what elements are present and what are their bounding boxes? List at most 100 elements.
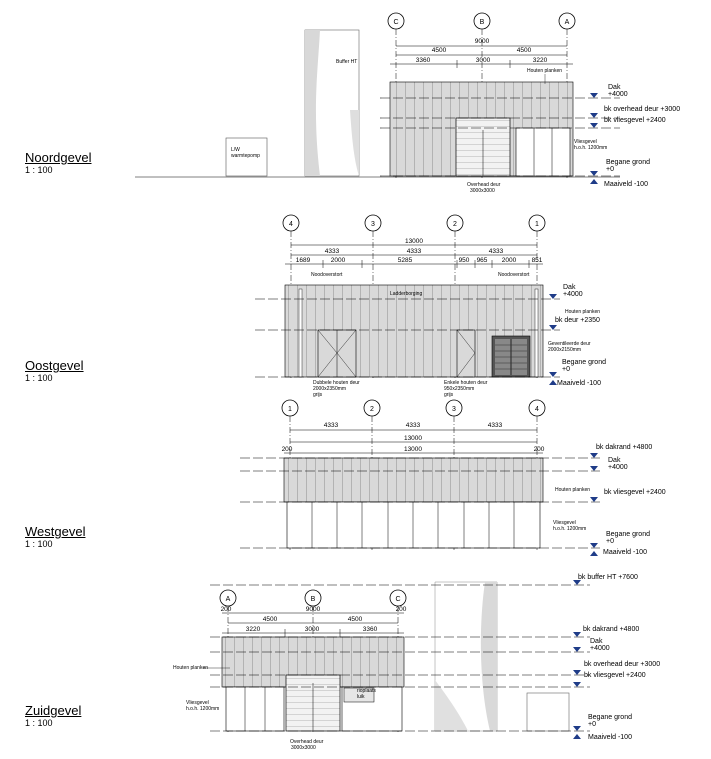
dimension-lines [284, 429, 543, 454]
svg-text:Maaiveld -100: Maaiveld -100 [588, 734, 632, 741]
svg-text:bk vliesgevel +2400: bk vliesgevel +2400 [604, 489, 666, 496]
svg-text:Dak: Dak [563, 284, 576, 291]
svg-text:+4000: +4000 [563, 291, 583, 298]
dim: 4500 [517, 47, 532, 54]
svg-text:Dak: Dak [608, 457, 621, 464]
svg-text:Maaiveld -100: Maaiveld -100 [557, 380, 601, 387]
grid-bubble-2: 2 [446, 214, 464, 232]
svg-text:Vliesgevel: Vliesgevel [553, 520, 576, 526]
svg-text:3000: 3000 [305, 626, 320, 633]
grid-label: B [480, 19, 485, 26]
svg-text:2: 2 [453, 221, 457, 228]
svg-text:B: B [311, 596, 316, 603]
svg-text:5285: 5285 [398, 257, 413, 264]
svg-text:4333: 4333 [407, 248, 422, 255]
oostgevel-elevation: 4 3 2 1 13000 4333 4333 4333 1689 2000 5… [255, 214, 606, 398]
svg-text:Geventileerde deur: Geventileerde deur [548, 341, 591, 347]
svg-text:4333: 4333 [325, 248, 340, 255]
svg-text:bk dakrand +4800: bk dakrand +4800 [596, 444, 652, 451]
ventilated-door [491, 335, 531, 378]
grid-bubble-A: A [219, 589, 237, 607]
view-scale: 1 : 100 [25, 539, 53, 549]
heat-pump-unit: L/W warmtepomp [225, 137, 268, 177]
svg-text:A: A [226, 596, 231, 603]
svg-text:Houten planken: Houten planken [565, 309, 600, 315]
view-title-zuidgevel: Zuidgevel 1 : 100 [25, 703, 81, 729]
view-title-westgevel: Westgevel 1 : 100 [25, 524, 85, 550]
svg-text:Dak: Dak [590, 638, 603, 645]
downpipe [298, 288, 303, 378]
svg-text:Overhead deur: Overhead deur [290, 739, 324, 745]
level-label: Dak [608, 84, 621, 91]
svg-text:C: C [395, 596, 400, 603]
svg-text:4500: 4500 [348, 616, 363, 623]
level-markers [573, 580, 581, 739]
svg-text:luik: luik [357, 694, 365, 700]
svg-text:bk overhead deur +3000: bk overhead deur +3000 [584, 661, 660, 668]
view-name: Noordgevel [25, 150, 92, 165]
level-markers [549, 294, 557, 385]
svg-text:4: 4 [535, 406, 539, 413]
svg-text:+4000: +4000 [608, 464, 628, 471]
level-lines [210, 584, 590, 732]
svg-text:grijs: grijs [444, 392, 454, 398]
svg-text:Noodoverstort: Noodoverstort [311, 272, 343, 278]
svg-text:4333: 4333 [406, 422, 421, 429]
svg-text:3360: 3360 [363, 626, 378, 633]
grid-bubble-C: C [387, 12, 405, 30]
note: 3000x3000 [470, 188, 495, 194]
note: Vliesgevel [574, 139, 597, 145]
dim-total: 9000 [475, 38, 490, 45]
noordgevel-elevation: C B A 9000 4500 4500 3360 3000 3220 L/W [135, 12, 680, 194]
svg-text:200: 200 [534, 446, 545, 453]
grid-bubble-2: 2 [363, 399, 381, 417]
svg-text:+0: +0 [562, 366, 570, 373]
level-markers [590, 453, 598, 556]
note: h.o.h. 1200mm [574, 145, 607, 151]
level-label: +0 [606, 166, 614, 173]
level-label: bk vliesgevel +2400 [604, 117, 666, 124]
svg-text:bk deur +2350: bk deur +2350 [555, 317, 600, 324]
dim: 3220 [533, 57, 548, 64]
level-label: +4000 [608, 91, 628, 98]
dimension-lines [222, 612, 404, 637]
svg-text:3000x3000: 3000x3000 [291, 745, 316, 751]
svg-text:Begane grond: Begane grond [562, 359, 606, 366]
grid-bubble-3: 3 [445, 399, 463, 417]
svg-text:4333: 4333 [489, 248, 504, 255]
grid-bubble-B: B [473, 12, 491, 30]
svg-text:950x2350mm: 950x2350mm [444, 386, 474, 392]
level-lines [380, 97, 620, 177]
overhead-door [455, 117, 511, 177]
view-scale: 1 : 100 [25, 373, 53, 383]
grid-bubble-4: 4 [282, 214, 300, 232]
dim: 3000 [476, 57, 491, 64]
svg-text:bk vliesgevel +2400: bk vliesgevel +2400 [584, 672, 646, 679]
svg-text:4333: 4333 [324, 422, 339, 429]
dimension-lines [285, 244, 543, 268]
svg-text:200: 200 [396, 606, 407, 613]
curtain-wall-west [286, 501, 541, 549]
svg-text:4: 4 [289, 221, 293, 228]
facade-planks [283, 457, 544, 503]
svg-text:Ladderborging: Ladderborging [390, 291, 422, 297]
downpipe [534, 288, 539, 378]
grid-bubble-C: C [389, 589, 407, 607]
view-name: Oostgevel [25, 358, 84, 373]
svg-text:4333: 4333 [488, 422, 503, 429]
svg-text:3: 3 [371, 221, 375, 228]
grid-bubble-1: 1 [528, 214, 546, 232]
svg-text:2: 2 [370, 406, 374, 413]
dim: 4500 [432, 47, 447, 54]
level-lines [240, 457, 600, 549]
grid-bubble-B: B [304, 589, 322, 607]
grid-bubble-3: 3 [364, 214, 382, 232]
hatch: rioplaats luik [343, 687, 376, 703]
svg-text:+4000: +4000 [590, 645, 610, 652]
svg-text:Houten planken: Houten planken [555, 487, 590, 493]
svg-text:9000: 9000 [306, 606, 321, 613]
svg-text:3: 3 [452, 406, 456, 413]
svg-text:Dubbele houten deur: Dubbele houten deur [313, 380, 360, 386]
view-name: Westgevel [25, 524, 86, 539]
